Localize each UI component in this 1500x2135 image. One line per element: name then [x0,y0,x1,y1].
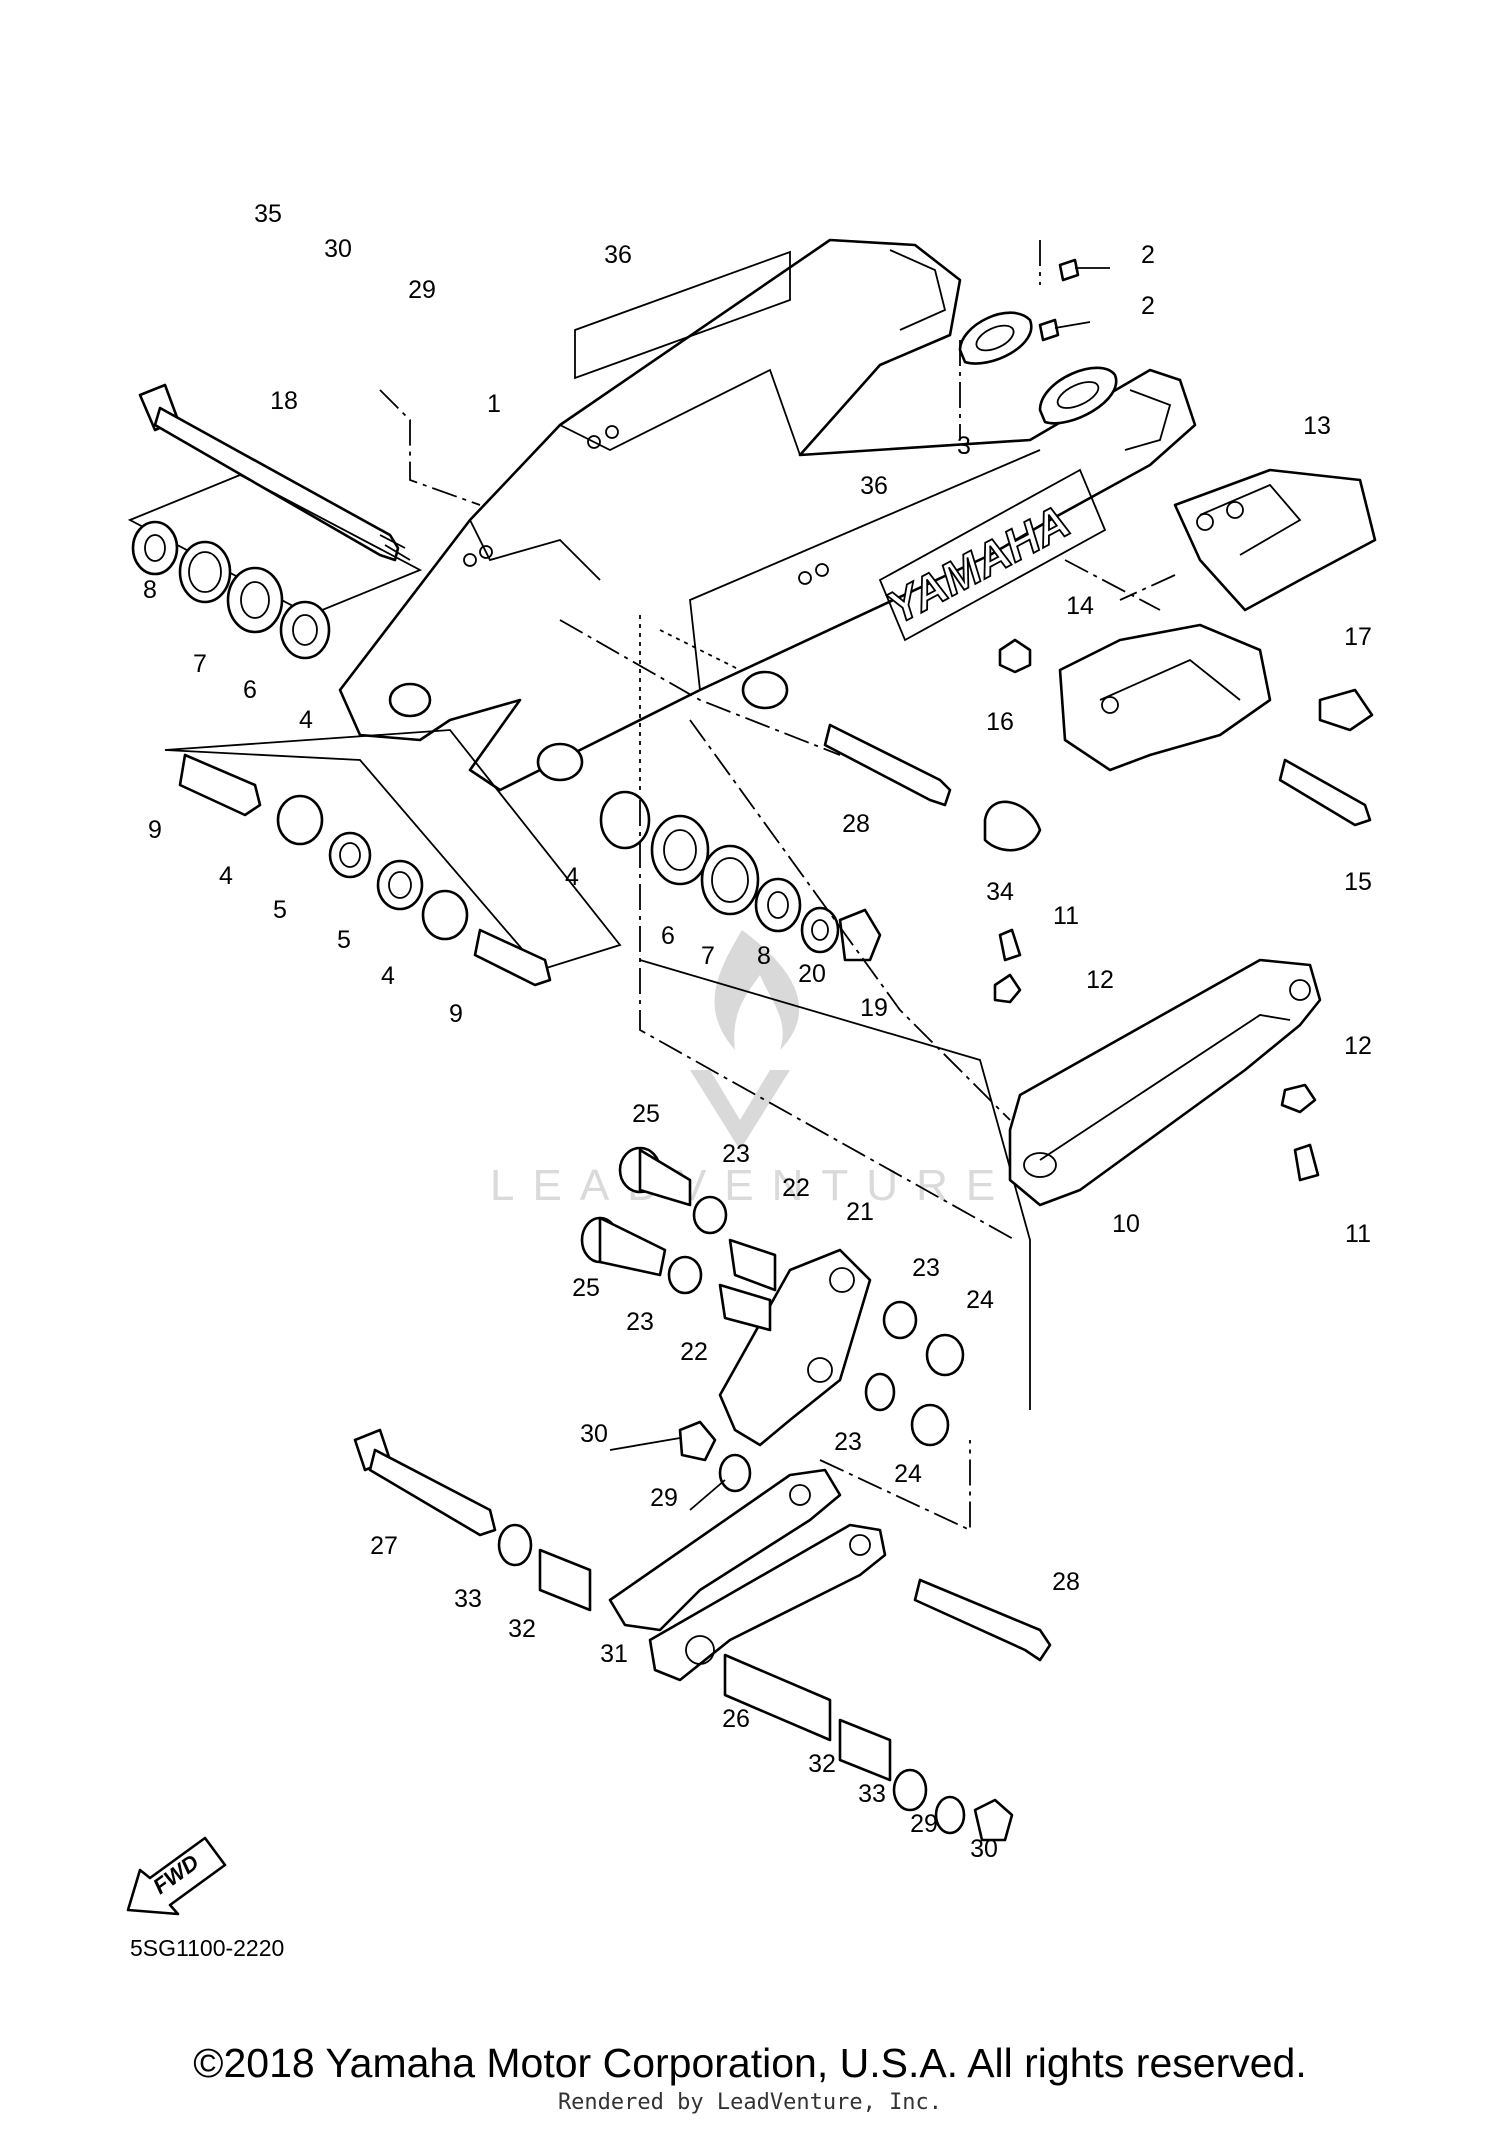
diagram-code: 5SG1100-2220 [130,1935,285,1961]
callout-23: 23 [722,1140,750,1168]
callout-30: 30 [580,1420,608,1448]
callout-30: 30 [970,1835,998,1863]
callout-5: 5 [273,896,287,924]
callout-23: 23 [912,1254,940,1282]
callout-12: 12 [1344,1032,1372,1060]
watermark-text: LEADVENTURE [490,1161,1013,1210]
callout-11: 11 [1345,1220,1371,1248]
callout-28: 28 [842,810,870,838]
callout-13: 13 [1303,412,1331,440]
callout-6: 6 [243,676,257,704]
protector-34 [983,800,1042,852]
callout-20: 20 [798,960,826,988]
callout-15: 15 [1344,868,1372,896]
link-group-frame [639,959,1031,1410]
rendered-by-notice: Rendered by LeadVenture, Inc. [557,2090,943,2115]
callout-27: 27 [370,1532,398,1560]
callout-34: 34 [986,878,1014,906]
callout-8: 8 [143,576,157,604]
callout-6: 6 [661,922,675,950]
callout-11: 11 [1053,902,1079,930]
callout-29: 29 [910,1810,938,1838]
guide-bolt-17 [1318,688,1374,732]
callout-4: 4 [381,962,395,990]
callout-26: 26 [722,1705,750,1733]
callout-24: 24 [894,1460,922,1488]
callout-18: 18 [270,387,298,415]
callout-33: 33 [454,1585,482,1613]
callout-25: 25 [572,1274,600,1302]
callout-8: 8 [757,942,771,970]
fwd-arrow: FWD [126,1836,227,1916]
shock-bolt-upper [823,723,952,807]
callout-32: 32 [508,1615,536,1643]
bearing-group-frame [164,729,622,972]
callout-4: 4 [299,706,313,734]
callout-2: 2 [1141,241,1155,269]
callout-36: 36 [860,472,888,500]
callout-23: 23 [834,1428,862,1456]
callout-19: 19 [860,994,888,1022]
callout-35: 35 [254,200,282,228]
guide-bolt-15 [1278,758,1372,827]
callout-30: 30 [324,235,352,263]
copyright-notice: ©2018 Yamaha Motor Corporation, U.S.A. A… [193,2040,1307,2086]
callout-12: 12 [1086,966,1114,994]
callout-33: 33 [858,1780,886,1808]
collar-16 [998,638,1032,674]
callout-22: 22 [680,1338,708,1366]
chain-guide [1058,468,1377,772]
decal-outline-upper [574,250,791,380]
callout-3: 3 [957,432,971,460]
callout-28: 28 [1052,1568,1080,1596]
callout-4: 4 [565,863,579,891]
connecting-rod-21 [580,1146,965,1447]
right-seals [599,790,882,962]
relay-arm-10 [993,928,1322,1207]
callout-17: 17 [1344,623,1372,651]
callout-2: 2 [1141,292,1155,320]
callout-36: 36 [604,241,632,269]
leader-lines [379,240,1176,1511]
callout-10: 10 [1112,1210,1140,1238]
callout-9: 9 [449,1000,463,1028]
adjuster-plates [958,258,1118,425]
pivot-bearings [131,520,552,987]
callout-24: 24 [966,1286,994,1314]
leadventure-watermark: LEADVENTURE [490,930,1013,1210]
callout-7: 7 [701,942,715,970]
relay-link-31 [353,1420,1052,1842]
callout-5: 5 [337,926,351,954]
callout-25: 25 [632,1100,660,1128]
callout-7: 7 [193,650,207,678]
callout-22: 22 [782,1174,810,1202]
callout-1: 1 [487,390,501,418]
callout-32: 32 [808,1750,836,1778]
callout-4: 4 [219,862,233,890]
callout-23: 23 [626,1308,654,1336]
callout-29: 29 [408,276,436,304]
callout-29: 29 [650,1484,678,1512]
callout-31: 31 [600,1640,628,1668]
callout-16: 16 [986,708,1014,736]
callout-14: 14 [1066,592,1094,620]
callout-9: 9 [148,816,162,844]
callout-21: 21 [846,1198,874,1226]
pivot-shaft [138,383,411,562]
